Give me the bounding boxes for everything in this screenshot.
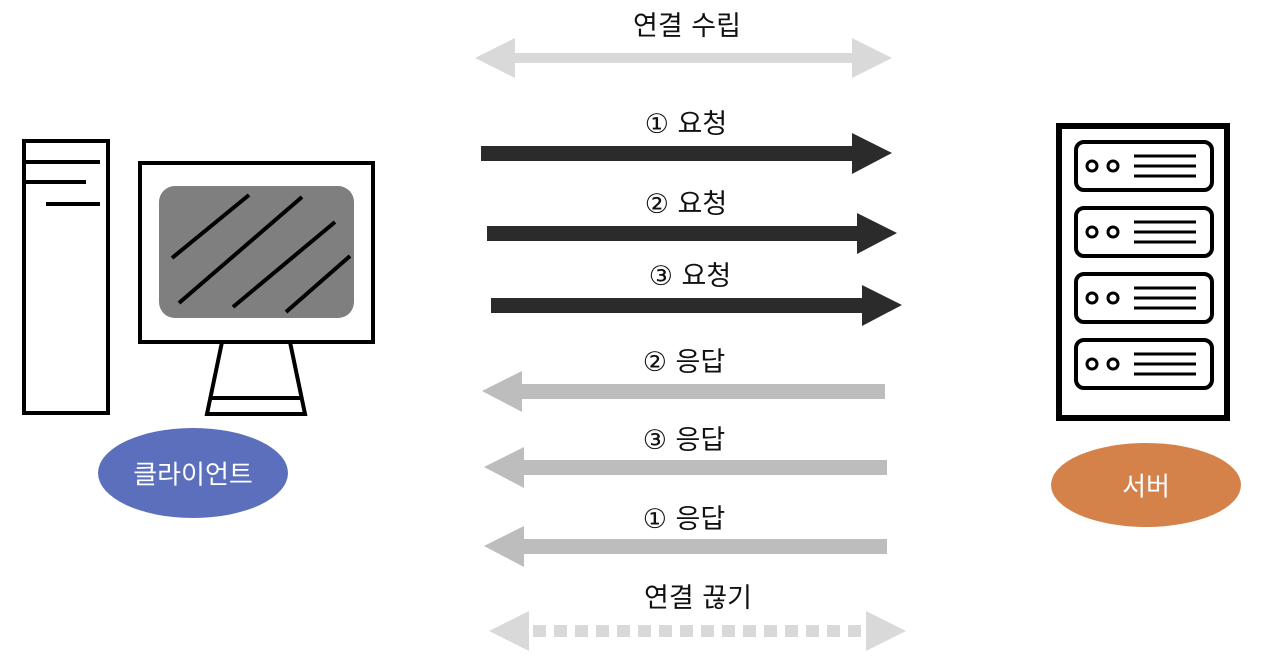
- screen-glare: [177, 195, 304, 305]
- disconnect-label: 연결 끊기: [644, 583, 752, 614]
- server-unit: [1074, 140, 1214, 192]
- server-unit: [1074, 206, 1214, 258]
- response-3-label: ③ 응답: [642, 425, 726, 456]
- screen-glare: [284, 254, 352, 314]
- server-unit: [1074, 338, 1214, 390]
- response-arrow-3: [484, 447, 887, 488]
- request-3-label: ③ 요청: [648, 261, 732, 292]
- server-ellipse: [1051, 443, 1241, 527]
- server-rack-icon: [1056, 123, 1230, 421]
- request-arrow-3: [491, 285, 902, 326]
- connect-label: 연결 수립: [633, 11, 741, 42]
- server-unit: [1074, 272, 1214, 324]
- pc-tower: [22, 139, 110, 415]
- request-1-label: ① 요청: [644, 109, 728, 140]
- screen-glare: [170, 193, 251, 260]
- client-label: 클라이언트: [133, 460, 253, 491]
- request-arrow-2: [487, 213, 897, 254]
- response-1-label: ① 응답: [642, 504, 726, 535]
- client-ellipse: [98, 428, 288, 518]
- server-label: 서버: [1122, 472, 1170, 503]
- screen-glare: [231, 220, 337, 309]
- connect-arrow: [475, 38, 892, 78]
- request-2-label: ② 요청: [644, 189, 728, 220]
- response-arrow-2: [482, 371, 885, 412]
- monitor-screen: [159, 186, 354, 318]
- monitor-stand: [204, 340, 308, 416]
- disconnect-arrow: [489, 611, 906, 651]
- client-computer-icon: [22, 139, 375, 416]
- request-arrow-1: [481, 133, 892, 174]
- response-arrow-1: [484, 526, 887, 567]
- response-2-label: ② 응답: [642, 347, 726, 378]
